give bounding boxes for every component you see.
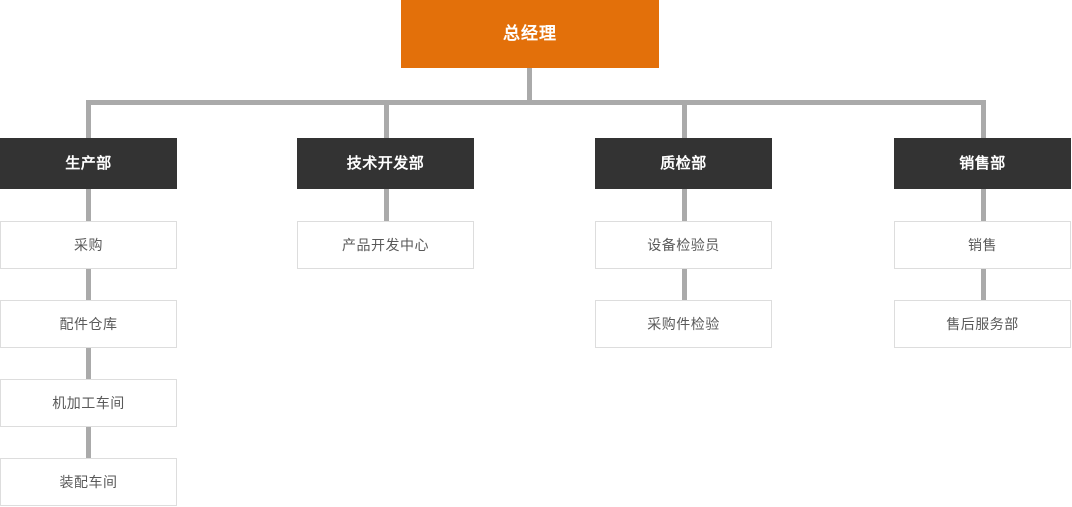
node-department-1-child-3-label: 机加工车间 (52, 394, 125, 411)
node-department-3-label: 质检部 (660, 154, 707, 172)
connector-bus-to-department-4 (981, 100, 986, 140)
node-leaf-parts-warehouse[interactable]: 配件仓库 (0, 300, 177, 348)
node-department-2-child-1-label: 产品开发中心 (342, 236, 429, 253)
node-department-sales[interactable]: 销售部 (894, 138, 1071, 189)
node-department-1-child-1-label: 采购 (74, 236, 103, 253)
connector-department-4-to-child-1 (981, 189, 986, 222)
node-leaf-procurement[interactable]: 采购 (0, 221, 177, 269)
node-department-4-child-1-label: 销售 (968, 236, 997, 253)
connector-department-3-child-1-to-child-2 (682, 269, 687, 300)
node-leaf-assembly-workshop[interactable]: 装配车间 (0, 458, 177, 506)
node-department-1-label: 生产部 (65, 154, 112, 172)
node-department-technical-development[interactable]: 技术开发部 (297, 138, 474, 189)
node-leaf-sales[interactable]: 销售 (894, 221, 1071, 269)
node-root-label: 总经理 (503, 23, 557, 43)
node-department-quality-inspection[interactable]: 质检部 (595, 138, 772, 189)
node-root-general-manager[interactable]: 总经理 (401, 0, 659, 68)
connector-root-stem (527, 68, 532, 103)
node-department-production[interactable]: 生产部 (0, 138, 177, 189)
connector-bus-to-department-1 (86, 100, 91, 140)
node-department-4-child-2-label: 售后服务部 (946, 315, 1019, 332)
connector-department-4-child-1-to-child-2 (981, 269, 986, 300)
connector-department-bus (86, 100, 986, 105)
connector-department-1-child-2-to-child-3 (86, 348, 91, 379)
node-leaf-product-development-center[interactable]: 产品开发中心 (297, 221, 474, 269)
node-department-4-label: 销售部 (959, 154, 1006, 172)
connector-bus-to-department-2 (384, 100, 389, 140)
node-leaf-equipment-inspector[interactable]: 设备检验员 (595, 221, 772, 269)
node-leaf-purchased-parts-inspection[interactable]: 采购件检验 (595, 300, 772, 348)
connector-bus-to-department-3 (682, 100, 687, 140)
node-leaf-after-sales-service[interactable]: 售后服务部 (894, 300, 1071, 348)
node-department-2-label: 技术开发部 (346, 154, 425, 172)
connector-department-1-to-child-1 (86, 189, 91, 222)
connector-department-2-to-child-1 (384, 189, 389, 222)
connector-department-3-to-child-1 (682, 189, 687, 222)
node-leaf-machining-workshop[interactable]: 机加工车间 (0, 379, 177, 427)
node-department-3-child-1-label: 设备检验员 (647, 236, 720, 253)
node-department-3-child-2-label: 采购件检验 (647, 315, 720, 332)
node-department-1-child-4-label: 装配车间 (59, 473, 118, 490)
connector-department-1-child-3-to-child-4 (86, 427, 91, 458)
connector-department-1-child-1-to-child-2 (86, 269, 91, 300)
node-department-1-child-2-label: 配件仓库 (59, 315, 118, 332)
